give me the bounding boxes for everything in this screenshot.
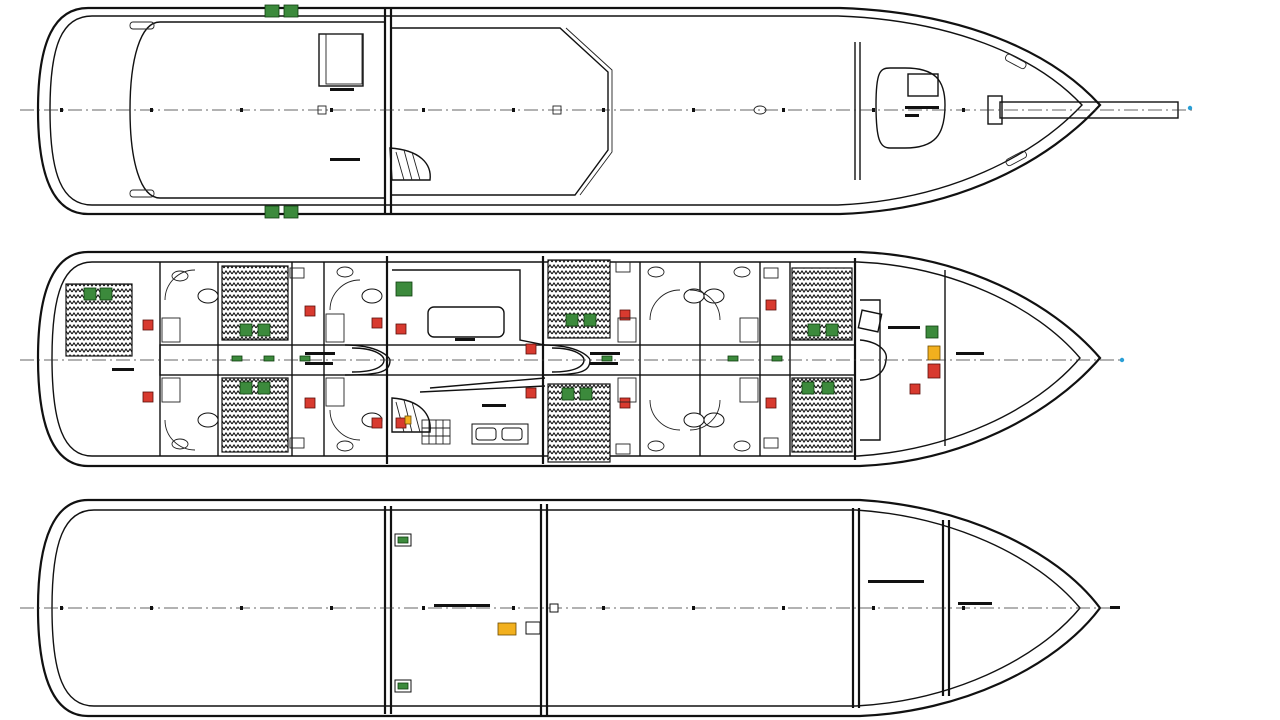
main-deck-tiny-labels (112, 326, 984, 407)
top-deck-stair (389, 147, 431, 181)
main-deck-dining-table (427, 306, 505, 338)
top-deck-centerline-marker (1187, 105, 1193, 111)
top-deck-helm-console (391, 27, 609, 196)
top-deck-hull (36, 6, 1102, 216)
top-deck-stair-steps (395, 149, 421, 181)
first-aid-icon (497, 622, 517, 636)
top-deck-seat-inner (325, 33, 363, 85)
main-deck-showers (164, 269, 721, 451)
lower-deck-tiny-labels (434, 580, 1120, 609)
life-ring-icon (264, 4, 280, 18)
main-deck-spiral-stair (391, 397, 431, 433)
main-deck-salon-wall (392, 269, 546, 346)
hydrant-icon (397, 536, 409, 690)
lower-deck-plan (20, 498, 1120, 718)
lower-deck-frame-ticks (60, 606, 965, 610)
top-deck-bulwark (49, 15, 1083, 206)
main-deck-centerline-marker (1119, 357, 1125, 363)
main-deck-inner-hull (51, 261, 1081, 457)
main-deck-vanities (289, 261, 779, 455)
top-deck-console-rim (565, 27, 613, 196)
main-deck-galley-counter (419, 377, 546, 393)
fire-extinguisher-icon (142, 299, 941, 429)
top-deck-plan (20, 4, 1195, 219)
main-deck-galley-sink (471, 423, 529, 445)
life-ring-icon (264, 205, 280, 219)
main-deck-wardrobes (161, 313, 759, 407)
main-deck-crew-hatch (857, 309, 883, 333)
main-deck-sinks (171, 266, 751, 452)
top-deck-deck-fittings (317, 105, 767, 115)
main-deck-crew-wall (860, 299, 881, 441)
main-deck-plan (20, 250, 1125, 468)
life-ring-icon (283, 4, 299, 18)
top-deck-cleats (129, 21, 1027, 198)
lower-deck-inner-hull (51, 509, 1081, 707)
main-deck-lifejacket-boxes (83, 281, 939, 401)
top-deck-windlass (907, 73, 939, 97)
first-aid-icon (404, 345, 941, 425)
exit-sign-icon (231, 355, 783, 362)
top-deck-frame-ticks (60, 108, 965, 112)
top-deck-tiny-labels (330, 88, 939, 161)
top-deck-foredeck-hatch (875, 67, 946, 149)
lower-deck-hull (36, 498, 1102, 718)
life-ring-icon (283, 205, 299, 219)
